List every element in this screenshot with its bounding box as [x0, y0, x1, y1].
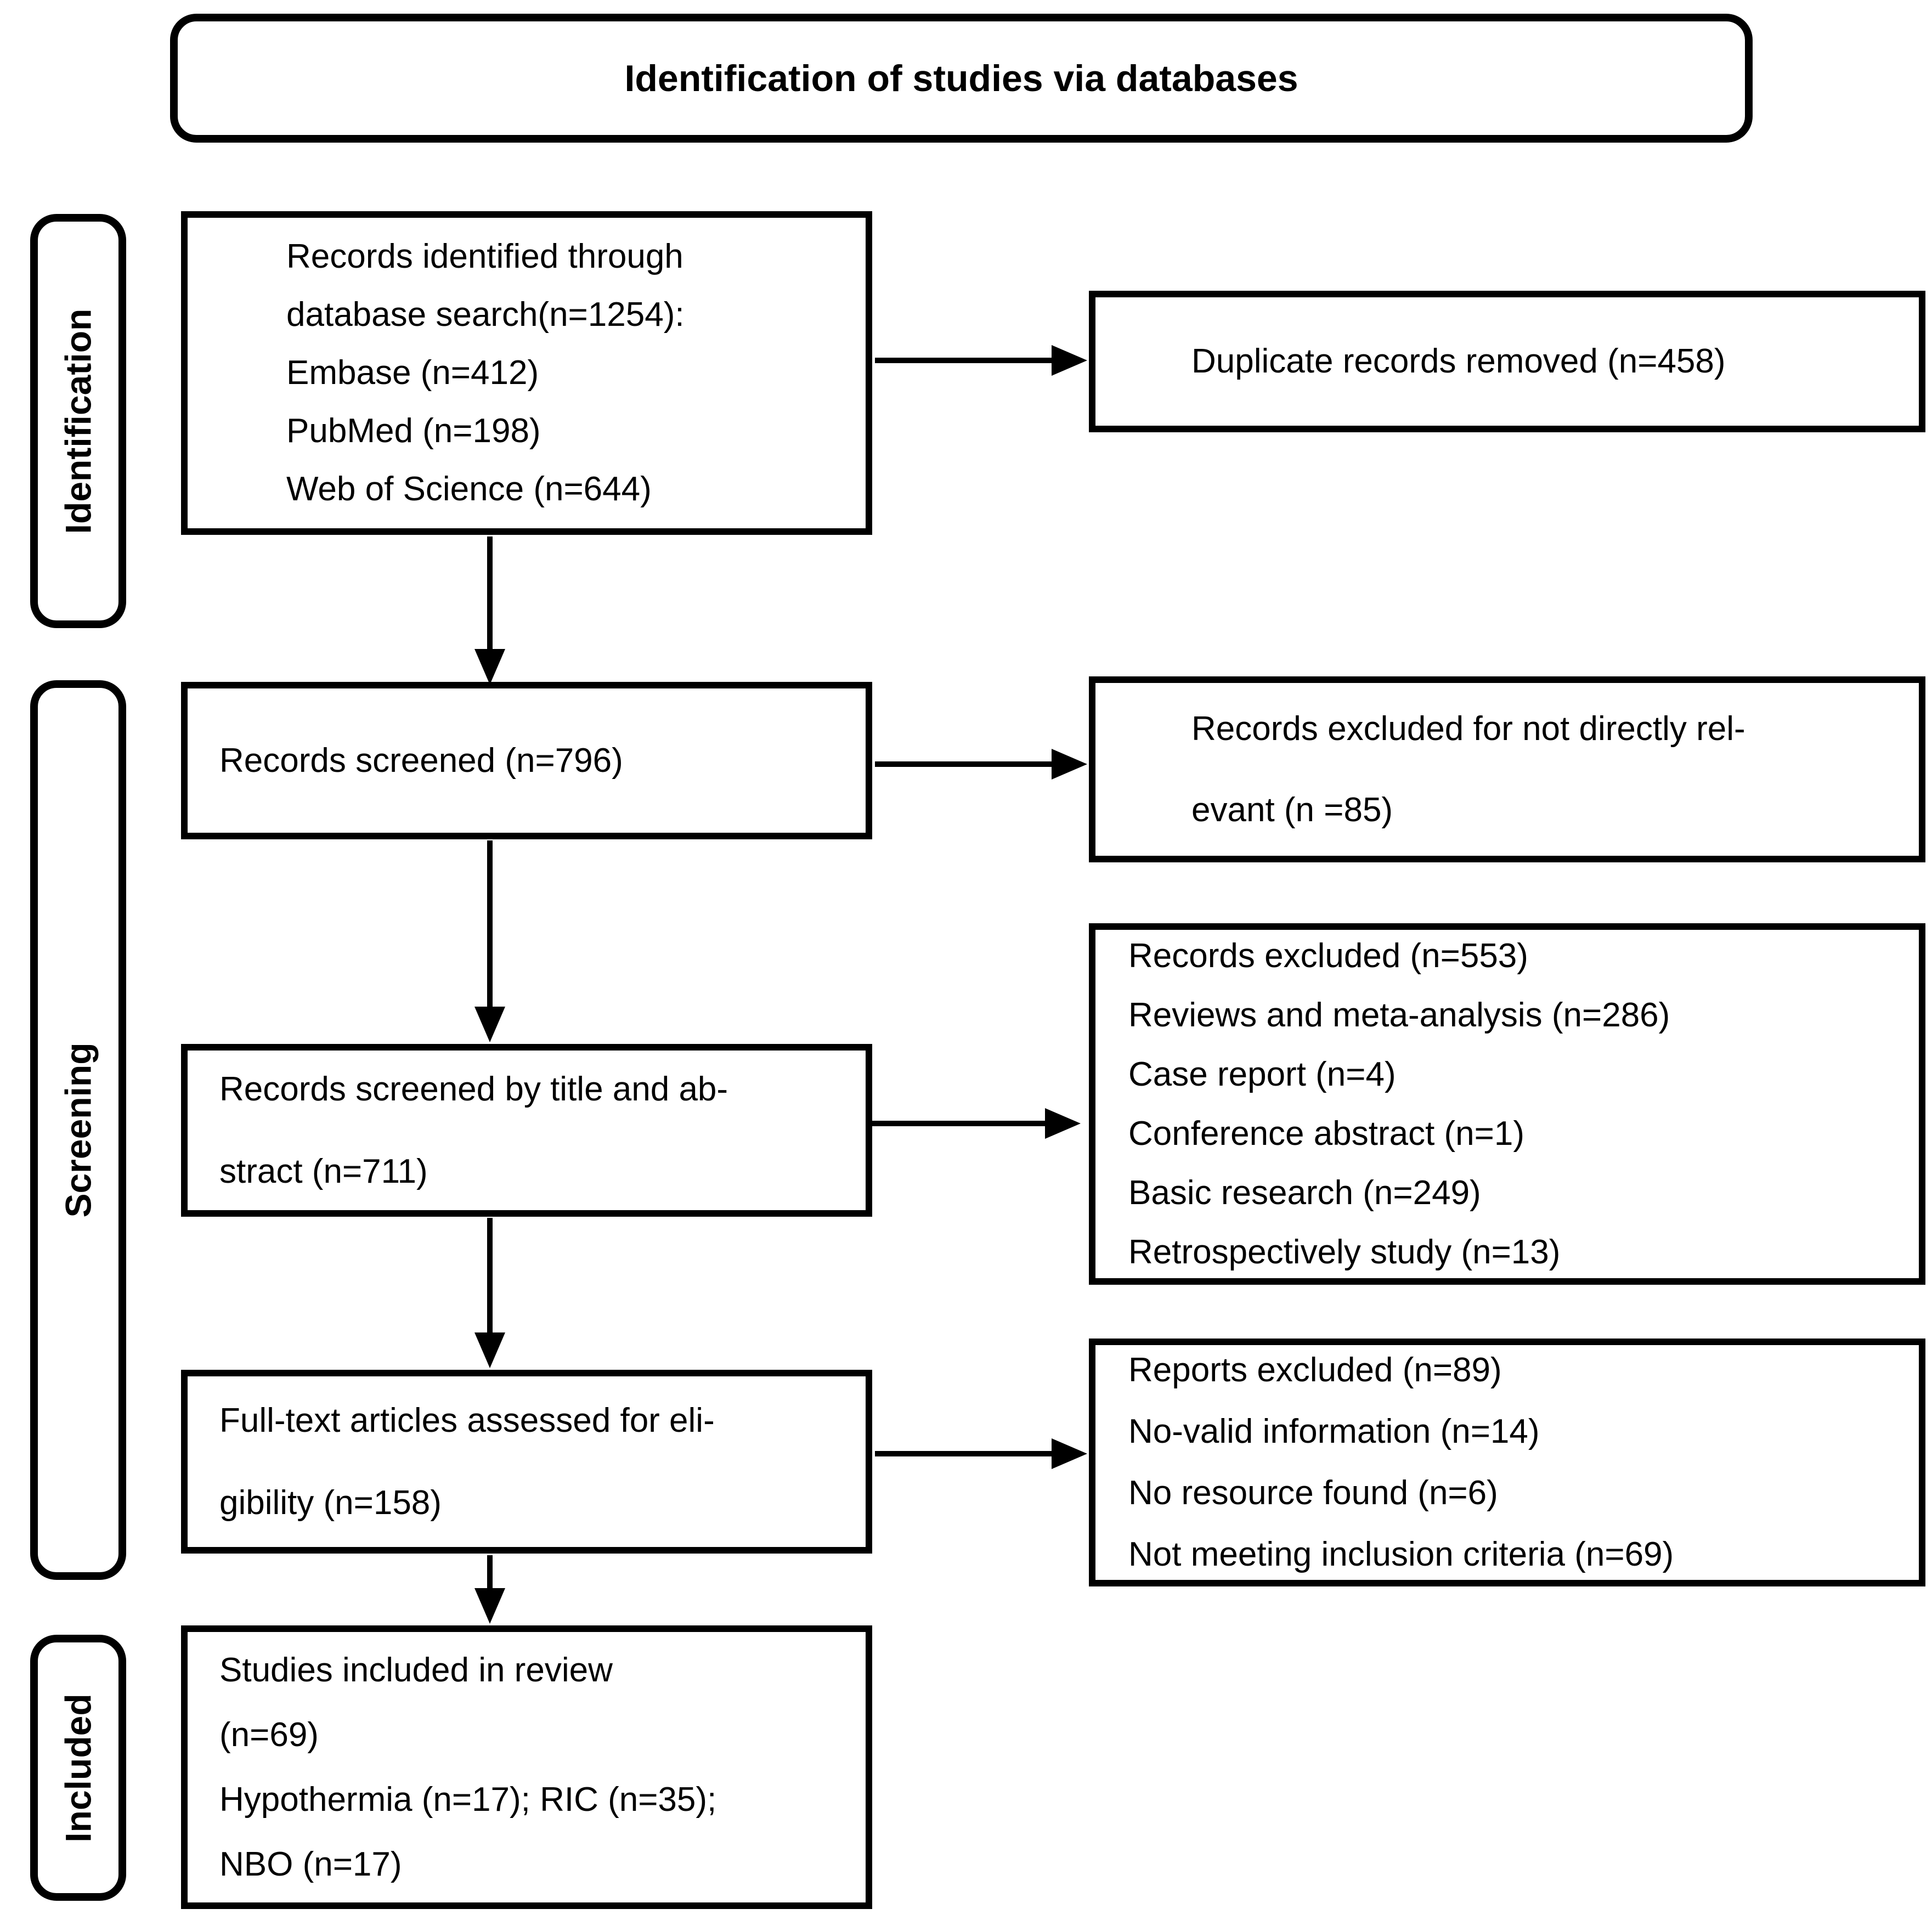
stage-label-text: Included — [58, 1693, 99, 1843]
records-screened-box: Records screened (n=796) — [181, 682, 872, 839]
reports-excluded-box: Reports excluded (n=89) No-valid informa… — [1089, 1339, 1925, 1586]
text-line: evant (n =85) — [1191, 790, 1393, 829]
arrow-identified-to-duplicates — [875, 345, 1087, 376]
stage-label-identification: Identification — [30, 214, 126, 628]
arrow-screened-to-excluded — [875, 749, 1087, 780]
text-line: Case report (n=4) — [1128, 1055, 1396, 1093]
arrow-fulltext-to-included — [474, 1555, 505, 1624]
text-line: Records screened by title and ab- — [219, 1070, 728, 1108]
text-line: gibility (n=158) — [219, 1483, 442, 1522]
text-line: Embase (n=412) — [286, 354, 539, 392]
text-line: Basic research (n=249) — [1128, 1173, 1481, 1212]
arrow-title-abstract-to-fulltext — [474, 1218, 505, 1368]
stage-label-included: Included — [30, 1635, 126, 1901]
records-identified-box: Records identified through database sear… — [181, 211, 872, 535]
arrow-identified-to-screened — [474, 537, 505, 685]
text-line: Reviews and meta-analysis (n=286) — [1128, 996, 1670, 1034]
text-line: Records screened (n=796) — [219, 741, 623, 780]
text-line: Records identified through — [286, 238, 683, 275]
excluded-not-relevant-box: Records excluded for not directly rel- e… — [1089, 676, 1925, 862]
text-line: Reports excluded (n=89) — [1128, 1351, 1502, 1389]
text-line: Duplicate records removed (n=458) — [1191, 342, 1726, 380]
stage-label-text: Screening — [58, 1042, 99, 1218]
stage-label-screening: Screening — [30, 680, 126, 1580]
fulltext-assessed-box: Full-text articles assessed for eli- gib… — [181, 1370, 872, 1554]
text-line: Hypothermia (n=17); RIC (n=35); — [219, 1780, 717, 1819]
text-line: Full-text articles assessed for eli- — [219, 1401, 715, 1439]
arrow-fulltext-to-reports-excluded — [875, 1438, 1087, 1469]
text-line: Web of Science (n=644) — [286, 470, 652, 508]
text-line: No resource found (n=6) — [1128, 1474, 1498, 1512]
text-line: Studies included in review — [219, 1651, 613, 1689]
studies-included-box: Studies included in review (n=69) Hypoth… — [181, 1625, 872, 1909]
text-line: NBO (n=17) — [219, 1845, 402, 1883]
text-line: Retrospectively study (n=13) — [1128, 1233, 1561, 1271]
arrow-screened-to-title-abstract — [474, 840, 505, 1042]
duplicates-removed-box: Duplicate records removed (n=458) — [1089, 291, 1925, 432]
title-box: Identification of studies via databases — [170, 14, 1753, 143]
text-line: Conference abstract (n=1) — [1128, 1114, 1524, 1153]
text-line: PubMed (n=198) — [286, 412, 541, 450]
text-line: No-valid information (n=14) — [1128, 1413, 1540, 1450]
stage-label-text: Identification — [58, 308, 99, 534]
text-line: stract (n=711) — [219, 1152, 428, 1190]
records-excluded-box: Records excluded (n=553) Reviews and met… — [1089, 923, 1925, 1285]
text-line: database search(n=1254): — [286, 296, 685, 334]
arrow-title-abstract-to-excluded — [866, 1108, 1081, 1139]
text-line: Records excluded (n=553) — [1128, 936, 1528, 975]
diagram-title: Identification of studies via databases — [624, 57, 1298, 99]
screened-title-abstract-box: Records screened by title and ab- stract… — [181, 1044, 872, 1217]
text-line: Records excluded for not directly rel- — [1191, 709, 1745, 748]
text-line: (n=69) — [219, 1715, 319, 1754]
text-line: Not meeting inclusion criteria (n=69) — [1128, 1535, 1674, 1573]
